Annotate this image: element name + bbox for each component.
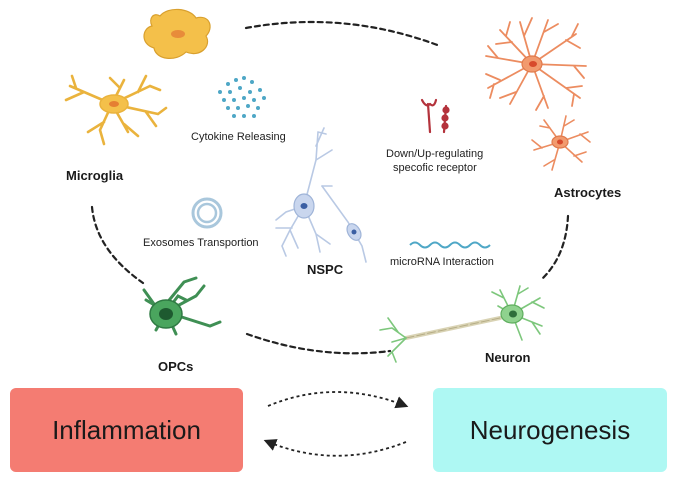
nspc-label: NSPC [307, 262, 344, 277]
neuron-label: Neuron [485, 350, 531, 365]
exosome-icon [191, 197, 223, 229]
arrow-to-neurogenesis [267, 391, 409, 409]
inflammation-label: Inflammation [52, 414, 201, 445]
astrocyte-large-cell [485, 17, 587, 111]
microrna-wave-icon [409, 241, 491, 249]
microglia-label: Microglia [66, 168, 124, 183]
cycle-arc-left [90, 205, 145, 285]
neuron-cell [379, 285, 545, 363]
cytokine-label: Cytokine Releasing [191, 131, 286, 143]
nspc-cell [275, 127, 367, 263]
exosomes-label: Exosomes Transportion [143, 237, 259, 249]
opc-cell [142, 276, 222, 336]
astrocytes-label: Astrocytes [554, 185, 622, 200]
receptor-label-line2: specofic receptor [393, 162, 477, 174]
arrow-to-inflammation [263, 439, 407, 457]
cytokine-dots-icon [218, 76, 266, 118]
receptor-label-line1: Down/Up-regulating [386, 148, 484, 160]
microrna-label: microRNA Interaction [390, 256, 494, 268]
neurogenesis-box: Neurogenesis [433, 388, 667, 472]
receptor-icon [420, 98, 450, 134]
neurogenesis-label: Neurogenesis [469, 414, 631, 445]
cycle-arc-top [244, 20, 442, 48]
inflammation-box: Inflammation [10, 388, 243, 472]
cycle-arc-bottom [245, 332, 392, 355]
cycle-arc-right [541, 214, 570, 280]
opcs-label: OPCs [158, 359, 194, 374]
microglia-amoeboid-cell [143, 8, 211, 59]
astrocyte-small-cell [531, 115, 591, 171]
microglia-ramified-cell [64, 74, 168, 146]
